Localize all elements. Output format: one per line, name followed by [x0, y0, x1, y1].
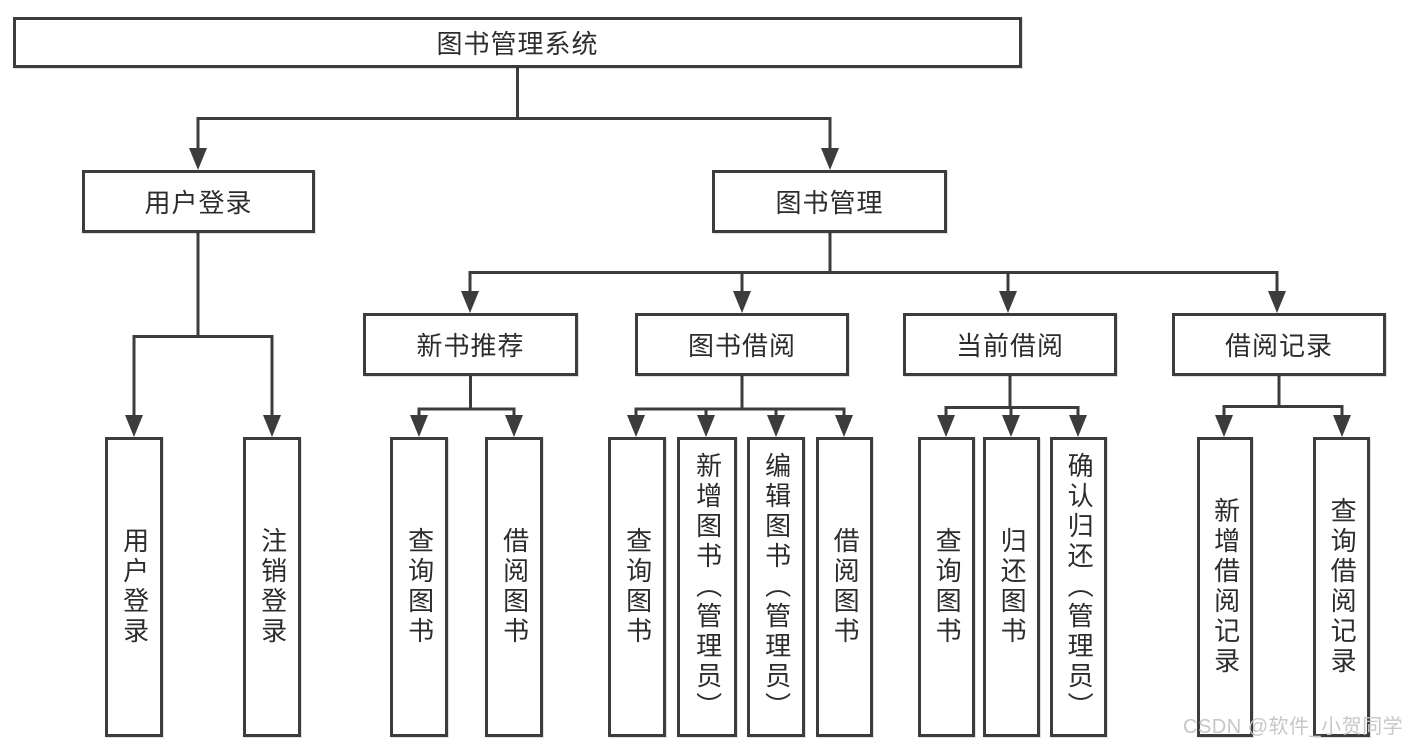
leaf-add-books-admin: 新增图书（管理员）: [677, 437, 737, 737]
edge-user-login-to-leaves: [132, 233, 274, 418]
node-label: 图书管理系统: [436, 29, 599, 59]
node-label: 借阅记录: [1224, 331, 1333, 361]
arrowhead: [461, 291, 479, 313]
node-label: 用户登录: [144, 188, 253, 218]
edge-new-book-to-leaves: [417, 376, 516, 420]
leaf-query-books-recommend: 查询图书: [390, 437, 448, 737]
edge-borrow-records-to-leaves: [1222, 376, 1344, 420]
node-book-management: 图书管理: [712, 170, 947, 233]
edge-lines: [132, 68, 1344, 420]
leaf-query-books-borrow: 查询图书: [608, 437, 666, 737]
arrowhead: [1215, 415, 1233, 437]
node-label: 归还图书: [997, 527, 1028, 647]
leaf-user-login: 用户登录: [105, 437, 163, 737]
node-label: 查询图书: [622, 527, 653, 647]
node-new-book-recommend: 新书推荐: [363, 313, 578, 376]
leaf-return-books: 归还图书: [983, 437, 1040, 737]
leaf-borrow-books: 借阅图书: [816, 437, 873, 737]
node-label: 借阅图书: [499, 527, 530, 647]
leaf-query-books-current: 查询图书: [918, 437, 975, 737]
node-library-system: 图书管理系统: [13, 17, 1022, 68]
leaf-logout: 注销登录: [243, 437, 301, 737]
node-label: 查询图书: [932, 527, 963, 647]
node-label: 新增图书（管理员）: [692, 452, 723, 722]
csdn-watermark: CSDN @软件_小贺同学: [1183, 716, 1404, 738]
arrowhead: [767, 415, 785, 437]
leaf-edit-books-admin: 编辑图书（管理员）: [747, 437, 805, 737]
node-label: 确认归还（管理员）: [1064, 452, 1095, 722]
node-label: 查询借阅记录: [1327, 497, 1358, 677]
edge-book-borrow-to-leaves: [634, 376, 846, 420]
node-borrow-records: 借阅记录: [1172, 313, 1386, 376]
leaf-borrow-books-recommend: 借阅图书: [485, 437, 543, 737]
node-label: 新增借阅记录: [1210, 497, 1241, 677]
arrowhead: [697, 415, 715, 437]
node-label: 编辑图书（管理员）: [761, 452, 792, 722]
arrowhead: [263, 415, 281, 437]
node-current-borrow: 当前借阅: [903, 313, 1117, 376]
node-label: 用户登录: [119, 527, 150, 647]
arrowhead: [1333, 415, 1351, 437]
arrowheads: [125, 148, 1351, 437]
node-label: 借阅图书: [830, 527, 861, 647]
arrowhead: [125, 415, 143, 437]
arrowhead: [835, 415, 853, 437]
leaf-query-borrow-record: 查询借阅记录: [1313, 437, 1370, 737]
arrowhead: [1002, 415, 1020, 437]
edge-book-management-to-level3: [468, 233, 1279, 294]
arrowhead: [410, 415, 428, 437]
arrowhead: [189, 148, 207, 170]
edge-current-borrow-to-leaves: [944, 376, 1080, 420]
node-label: 图书借阅: [687, 331, 796, 361]
arrowhead: [1069, 415, 1087, 437]
arrowhead: [999, 291, 1017, 313]
node-book-borrow: 图书借阅: [635, 313, 849, 376]
arrowhead: [733, 291, 751, 313]
arrowhead: [1268, 291, 1286, 313]
node-label: 图书管理: [775, 188, 884, 218]
arrowhead: [821, 148, 839, 170]
node-label: 查询图书: [404, 527, 435, 647]
node-label: 新书推荐: [416, 331, 525, 361]
node-user-login-module: 用户登录: [82, 170, 315, 233]
edge-root-to-level2: [196, 68, 832, 152]
leaf-confirm-return-admin: 确认归还（管理员）: [1050, 437, 1107, 737]
arrowhead: [627, 415, 645, 437]
arrowhead: [937, 415, 955, 437]
leaf-add-borrow-record: 新增借阅记录: [1197, 437, 1253, 737]
node-label: 注销登录: [257, 527, 288, 647]
arrowhead: [505, 415, 523, 437]
node-label: 当前借阅: [955, 331, 1064, 361]
